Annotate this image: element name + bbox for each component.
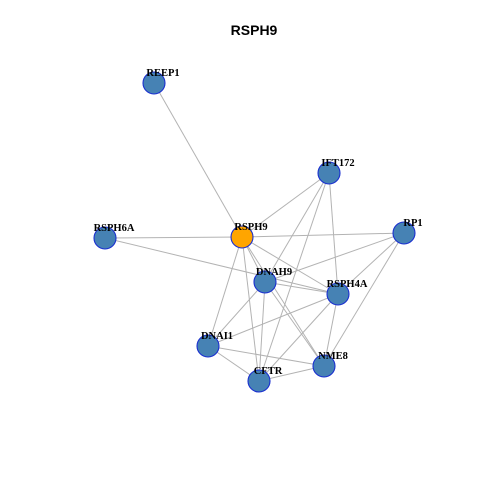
edge-ift172-rsph4a [328, 172, 339, 295]
node-label-cftr: CFTR [254, 366, 283, 377]
node-ift172 [317, 161, 341, 185]
edge-ift172-rsph9 [241, 172, 330, 238]
edge-rsph9-cftr [241, 236, 260, 382]
node-layer [93, 71, 416, 393]
edge-dnah9-nme8 [264, 281, 325, 367]
edge-reep1-rsph9 [153, 82, 243, 238]
edge-dnah9-cftr [258, 281, 266, 382]
node-label-rsph4a: RSPH4A [327, 279, 368, 290]
node-dnai1 [196, 334, 220, 358]
node-nme8 [312, 354, 336, 378]
node-label-dnah9: DNAH9 [256, 267, 292, 278]
edge-ift172-cftr [258, 172, 330, 382]
node-label-rsph9: RSPH9 [234, 222, 267, 233]
edge-rp1-nme8 [323, 232, 405, 367]
node-reep1 [142, 71, 166, 95]
node-label-reep1: REEP1 [146, 68, 179, 79]
edge-rsph6a-rsph4a [104, 237, 339, 295]
edge-rsph9-nme8 [241, 236, 325, 367]
edge-rsph4a-dnai1 [207, 293, 339, 347]
node-rsph9 [230, 225, 254, 249]
edge-dnah9-dnai1 [207, 281, 266, 347]
node-label-dnai1: DNAI1 [201, 331, 233, 342]
node-label-ift172: IFT172 [321, 158, 354, 169]
edge-ift172-dnah9 [264, 172, 330, 283]
edge-dnai1-nme8 [207, 345, 325, 367]
node-rp1 [392, 221, 416, 245]
figure-title: RSPH9 [231, 22, 278, 38]
node-rsph6a [93, 226, 117, 250]
edge-rsph9-dnai1 [207, 236, 243, 347]
node-label-rsph6a: RSPH6A [94, 223, 135, 234]
edge-rp1-rsph4a [337, 232, 405, 295]
edge-rsph4a-cftr [258, 293, 339, 382]
edge-rsph9-rsph4a [241, 236, 339, 295]
node-cftr [247, 369, 271, 393]
edge-rp1-dnah9 [264, 232, 405, 283]
node-label-nme8: NME8 [318, 351, 348, 362]
node-rsph4a [326, 282, 350, 306]
edge-rsph9-rp1 [241, 232, 405, 238]
edge-rsph6a-rsph9 [104, 236, 243, 239]
node-label-rp1: RP1 [403, 218, 422, 229]
node-dnah9 [253, 270, 277, 294]
edge-layer [104, 82, 405, 382]
edge-dnah9-rsph4a [264, 281, 339, 295]
edge-rsph4a-nme8 [323, 293, 339, 367]
